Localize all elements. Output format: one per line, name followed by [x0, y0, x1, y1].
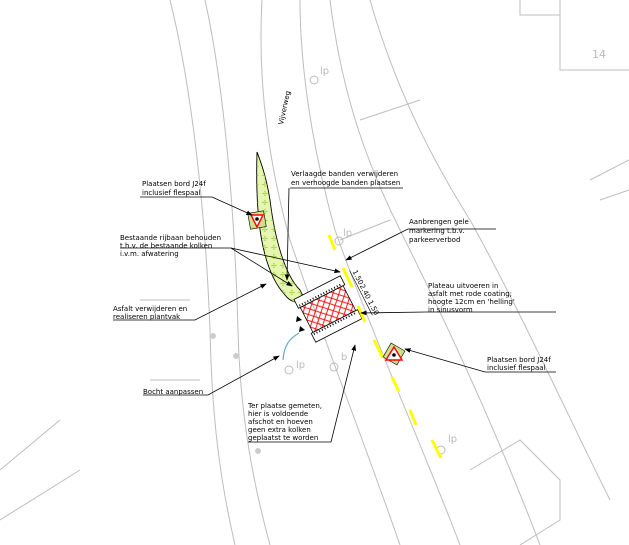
svg-text:Plateau uitvoeren in: Plateau uitvoeren in	[428, 282, 498, 290]
sign-j24f-top	[247, 210, 267, 230]
svg-text:b: b	[341, 352, 347, 363]
adjusted-curve	[282, 332, 300, 361]
svg-text:Plaatsen bord J24f: Plaatsen bord J24f	[142, 180, 206, 188]
plateau	[293, 275, 363, 343]
svg-text:Verlaagde banden verwijderen: Verlaagde banden verwijderen	[291, 170, 398, 178]
svg-text:lp: lp	[448, 434, 457, 445]
annotation-curbs: Verlaagde banden verwijderen en verhoogd…	[291, 170, 400, 187]
svg-text:Plaatsen bord J24f: Plaatsen bord J24f	[487, 356, 551, 364]
annotation-yellow-marking: Aanbrengen gele markering t.b.v. parkeer…	[409, 218, 469, 244]
svg-text:i.v.m. afwatering: i.v.m. afwatering	[120, 250, 179, 258]
annotation-existing-road: Bestaande rijbaan behouden t.h.v. de bes…	[120, 234, 221, 258]
svg-text:realiseren plantvak: realiseren plantvak	[113, 313, 181, 321]
svg-text:hoogte 12cm en 'helling': hoogte 12cm en 'helling'	[428, 298, 515, 306]
street-name: Vijverweg	[277, 90, 292, 125]
svg-text:Asfalt verwijderen en: Asfalt verwijderen en	[113, 305, 187, 313]
svg-text:inclusief flespaal: inclusief flespaal	[142, 189, 201, 197]
yellow-marking	[327, 234, 443, 459]
svg-text:t.h.v. de bestaande kolken: t.h.v. de bestaande kolken	[120, 242, 212, 250]
svg-text:asfalt met rode coating;: asfalt met rode coating;	[428, 290, 512, 298]
annotation-measured: Ter plaatse gemeten, hier is voldoende a…	[247, 402, 322, 442]
svg-text:in sinusvorm: in sinusvorm	[428, 306, 473, 314]
annotation-sign-top: Plaatsen bord J24f inclusief flespaal	[142, 180, 206, 197]
annotation-curve: Bocht aanpassen	[143, 388, 203, 396]
svg-text:hier is voldoende: hier is voldoende	[248, 410, 308, 418]
svg-text:geen extra kolken: geen extra kolken	[248, 426, 311, 434]
svg-text:lp: lp	[320, 66, 329, 77]
svg-text:en verhoogde banden plaatsen: en verhoogde banden plaatsen	[291, 179, 400, 187]
lamp-posts: lp lp lp b lp	[210, 66, 457, 455]
annotation-sign-bottom: Plaatsen bord J24f inclusief flespaal	[487, 356, 551, 372]
svg-text:Bocht aanpassen: Bocht aanpassen	[143, 388, 203, 396]
svg-text:afschot en hoeven: afschot en hoeven	[248, 418, 313, 426]
house-number: 14	[592, 48, 606, 61]
svg-text:14: 14	[592, 48, 606, 61]
svg-text:Aanbrengen gele: Aanbrengen gele	[409, 218, 469, 226]
annotation-planter: Asfalt verwijderen en realiseren plantva…	[113, 305, 187, 321]
annotation-plateau: Plateau uitvoeren in asfalt met rode coa…	[428, 282, 515, 314]
svg-text:Bestaande rijbaan behouden: Bestaande rijbaan behouden	[120, 234, 221, 242]
svg-text:geplaatst te worden: geplaatst te worden	[248, 434, 318, 442]
leader-lines	[113, 187, 556, 443]
sign-j24f-bottom	[382, 342, 406, 366]
svg-text:lp: lp	[296, 360, 305, 371]
svg-text:lp: lp	[343, 228, 352, 239]
svg-text:1.50: 1.50	[366, 299, 380, 317]
svg-text:Ter plaatse gemeten,: Ter plaatse gemeten,	[247, 402, 322, 410]
svg-text:parkeerverbod: parkeerverbod	[409, 236, 460, 244]
svg-text:inclusief flespaal: inclusief flespaal	[487, 364, 546, 372]
svg-text:markering t.b.v.: markering t.b.v.	[409, 227, 465, 235]
